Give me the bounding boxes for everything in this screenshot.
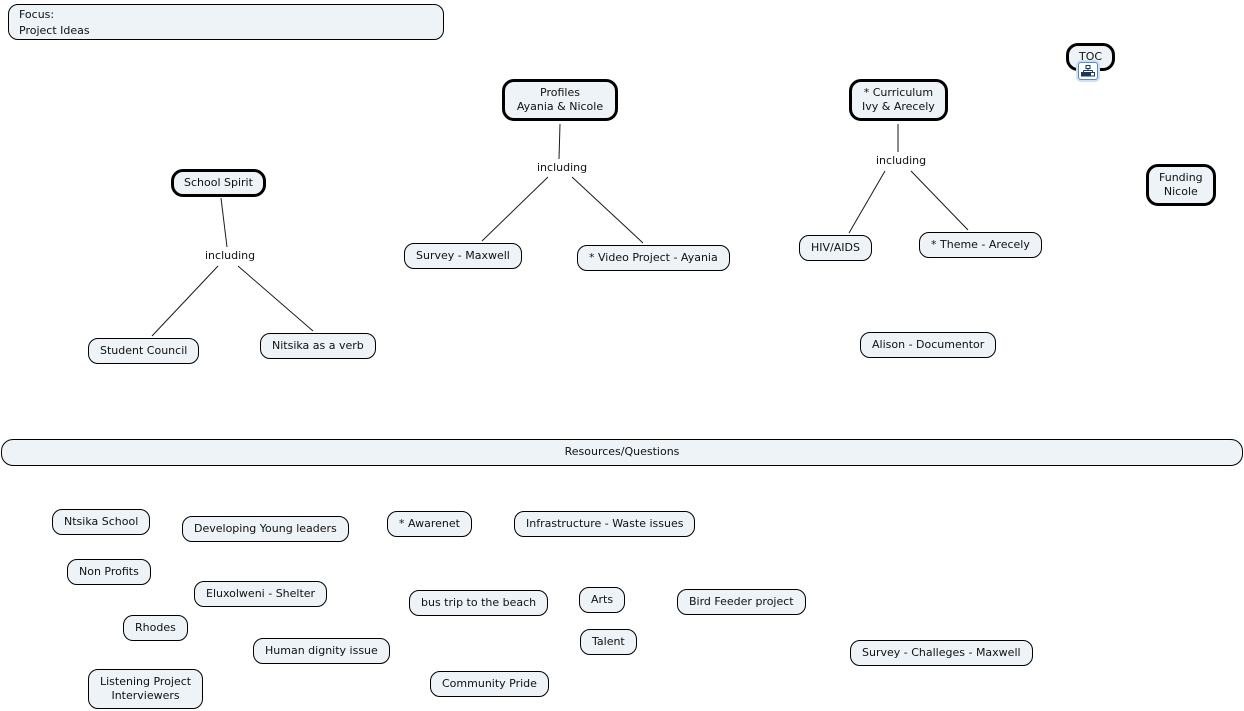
linking-phrase-school-spirit[interactable]: including [202,249,259,262]
concept-school-spirit-label: School Spirit [184,176,253,189]
concept-survey-maxwell[interactable]: Survey - Maxwell [404,243,522,269]
concept-survey-maxwell-label: Survey - Maxwell [416,249,510,262]
concept-bird-feeder[interactable]: Bird Feeder project [677,589,806,615]
concept-human-dignity-label: Human dignity issue [265,644,378,657]
concept-talent-label: Talent [592,635,625,648]
concept-eluxolweni-shelter-label: Eluxolweni - Shelter [206,587,316,600]
link-including-student-council [151,265,219,337]
concept-arts[interactable]: Arts [579,587,626,613]
concept-hiv-aids-label: HIV/AIDS [811,241,860,254]
link-including-theme-arecely [910,170,969,231]
focus-box[interactable]: Focus: Project Ideas [8,4,444,40]
concept-listening-project-line1: Listening Project [100,675,192,688]
focus-value: Project Ideas [19,23,90,37]
concept-nitsika-verb-label: Nitsika as a verb [272,339,364,352]
toc-resource-icon[interactable] [1078,62,1098,80]
concept-toc-label: TOC [1079,50,1103,63]
concept-video-project[interactable]: * Video Project - Ayania [577,245,730,271]
concept-infrastructure-waste[interactable]: Infrastructure - Waste issues [514,511,696,537]
concept-community-pride[interactable]: Community Pride [430,671,549,697]
link-including-survey-maxwell [481,176,549,242]
concept-listening-project[interactable]: Listening Project Interviewers [88,669,204,709]
linking-phrase-curriculum[interactable]: including [873,154,930,167]
concept-funding[interactable]: Funding Nicole [1146,164,1216,206]
concept-ntsika-school[interactable]: Ntsika School [52,509,151,535]
concept-profiles[interactable]: Profiles Ayania & Nicole [502,79,618,121]
concept-human-dignity[interactable]: Human dignity issue [253,638,390,664]
concept-developing-leaders-label: Developing Young leaders [194,522,337,535]
concept-bus-trip-beach[interactable]: bus trip to the beach [409,590,549,616]
concept-funding-line1: Funding [1159,171,1203,184]
concept-resources-questions[interactable]: Resources/Questions [1,439,1243,466]
concept-eluxolweni-shelter[interactable]: Eluxolweni - Shelter [194,581,328,607]
concept-ntsika-school-label: Ntsika School [64,515,139,528]
concept-video-project-label: * Video Project - Ayania [589,251,718,264]
concept-profiles-line2: Ayania & Nicole [516,99,604,113]
concept-rhodes-label: Rhodes [135,621,176,634]
concept-curriculum-line1: * Curriculum [863,86,934,99]
concept-survey-challeges-label: Survey - Challeges - Maxwell [862,646,1021,659]
concept-school-spirit[interactable]: School Spirit [171,169,266,197]
concept-resources-questions-label: Resources/Questions [564,445,680,458]
concept-funding-line2: Nicole [1163,184,1198,198]
concept-alison-documentor-label: Alison - Documentor [872,338,985,351]
concept-rhodes[interactable]: Rhodes [123,615,188,641]
concept-bird-feeder-label: Bird Feeder project [689,595,794,608]
concept-survey-challeges[interactable]: Survey - Challeges - Maxwell [850,640,1033,666]
concept-non-profits-label: Non Profits [79,565,139,578]
link-including-nitsika [237,265,314,332]
linking-phrase-profiles[interactable]: including [534,161,591,174]
concept-non-profits[interactable]: Non Profits [67,559,151,585]
focus-label: Focus: [19,8,55,21]
link-including-hiv-aids [848,170,886,234]
concept-infrastructure-waste-label: Infrastructure - Waste issues [526,517,684,530]
concept-student-council-label: Student Council [100,344,188,357]
concept-alison-documentor[interactable]: Alison - Documentor [860,332,997,358]
concept-profiles-line1: Profiles [540,86,580,99]
concept-student-council[interactable]: Student Council [88,338,200,364]
concept-listening-project-line2: Interviewers [111,688,180,702]
concept-bus-trip-beach-label: bus trip to the beach [421,596,537,609]
concept-hiv-aids[interactable]: HIV/AIDS [799,235,872,261]
concept-awarenet[interactable]: * Awarenet [387,511,472,537]
concept-theme-arecely-label: * Theme - Arecely [931,238,1030,251]
concept-awarenet-label: * Awarenet [399,517,460,530]
concept-community-pride-label: Community Pride [442,677,537,690]
link-including-video-project [571,176,644,244]
link-school-spirit-including [220,197,228,248]
concept-theme-arecely[interactable]: * Theme - Arecely [919,232,1042,258]
concept-arts-label: Arts [591,593,614,606]
concept-curriculum-line2: Ivy & Arecely [862,99,935,113]
concept-curriculum[interactable]: * Curriculum Ivy & Arecely [849,79,948,121]
link-profiles-including [558,123,561,160]
concept-developing-leaders[interactable]: Developing Young leaders [182,516,349,542]
concept-talent[interactable]: Talent [580,629,637,655]
concept-nitsika-verb[interactable]: Nitsika as a verb [260,333,376,359]
